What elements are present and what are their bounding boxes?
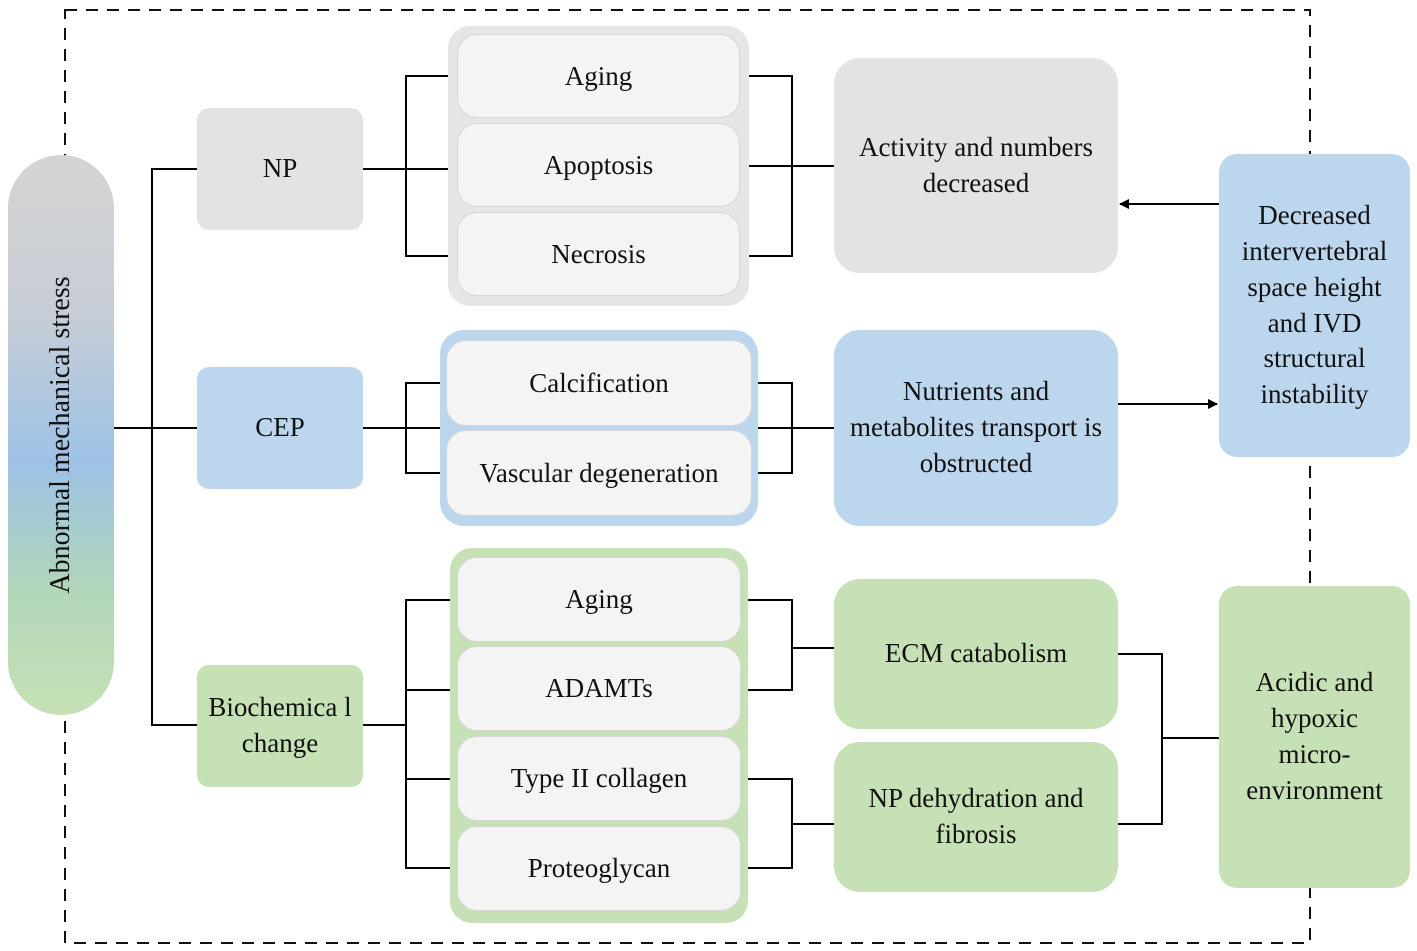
height-outcome-label: Decreased intervertebral space height an… xyxy=(1241,199,1388,410)
cep-effect-label: Nutrients and metabolites transport is o… xyxy=(850,376,1102,478)
np-effect-box: Activity and numbers decreased xyxy=(834,58,1118,273)
connector-np-bracket xyxy=(405,75,458,257)
connector-stress-branches xyxy=(151,168,197,726)
biochem-mechanism-aging-label: Aging xyxy=(565,584,633,614)
biochem-source-label: Biochemica l change xyxy=(208,692,352,758)
stress-pill xyxy=(8,155,114,715)
np-mechanism-apoptosis: Apoptosis xyxy=(457,123,740,207)
ecm-effect-box: ECM catabolism xyxy=(834,579,1118,729)
biochem-mechanism-adamts-label: ADAMTs xyxy=(545,673,653,703)
ecm-effect-label: ECM catabolism xyxy=(884,638,1068,669)
connector-outcome-bracket xyxy=(1118,653,1163,825)
biochem-mechanism-aging: Aging xyxy=(457,557,741,642)
cep-source-box: CEP xyxy=(197,367,363,489)
biochem-mechanism-collagen: Type II collagen xyxy=(457,736,741,821)
np-mechanism-necrosis-label: Necrosis xyxy=(551,238,646,269)
np-mechanism-necrosis: Necrosis xyxy=(457,212,740,296)
cep-effect-box: Nutrients and metabolites transport is o… xyxy=(834,330,1118,526)
biochem-mechanism-group: Aging ADAMTs Type II collagen Proteoglyc… xyxy=(450,548,748,923)
biochem-mechanism-collagen-label: Type II collagen xyxy=(510,763,688,793)
acidic-outcome-label: Acidic and hypoxic micro-environment xyxy=(1246,667,1383,805)
biochem-source-box: Biochemica l change xyxy=(197,665,363,787)
np-source-label: NP xyxy=(262,153,298,184)
dehydration-effect-box: NP dehydration and fibrosis xyxy=(834,742,1118,892)
cep-mechanism-calcification-label: Calcification xyxy=(529,367,669,398)
np-mechanism-apoptosis-label: Apoptosis xyxy=(543,149,654,180)
connector-biochem-bracket xyxy=(405,599,458,869)
cep-mechanism-calcification: Calcification xyxy=(446,340,752,426)
height-outcome-box: Decreased intervertebral space height an… xyxy=(1219,154,1410,457)
dehydration-effect-label: NP dehydration and fibrosis xyxy=(868,783,1084,849)
stress-label: Abnormal mechanical stress xyxy=(45,276,76,594)
connector-cep-bracket xyxy=(405,382,445,474)
biochem-mechanism-proteoglycan-label: Proteoglycan xyxy=(527,853,671,883)
cep-mechanism-group: Calcification Vascular degeneration xyxy=(440,330,758,526)
np-mechanism-group: Aging Apoptosis Necrosis xyxy=(448,26,749,306)
np-mechanism-aging: Aging xyxy=(457,34,740,118)
connectors xyxy=(114,75,1219,869)
np-source-box: NP xyxy=(197,108,363,230)
connector-ecm-bracket xyxy=(740,599,793,691)
cep-source-label: CEP xyxy=(255,412,305,443)
cep-mechanism-vascular-label: Vascular degeneration xyxy=(479,457,719,488)
biochem-mechanism-proteoglycan: Proteoglycan xyxy=(457,826,741,911)
cep-mechanism-vascular: Vascular degeneration xyxy=(446,430,752,516)
np-mechanism-aging-label: Aging xyxy=(564,60,633,91)
acidic-outcome-box: Acidic and hypoxic micro-environment xyxy=(1219,586,1410,888)
biochem-mechanism-adamts: ADAMTs xyxy=(457,646,741,731)
np-effect-label: Activity and numbers decreased xyxy=(859,131,1093,198)
